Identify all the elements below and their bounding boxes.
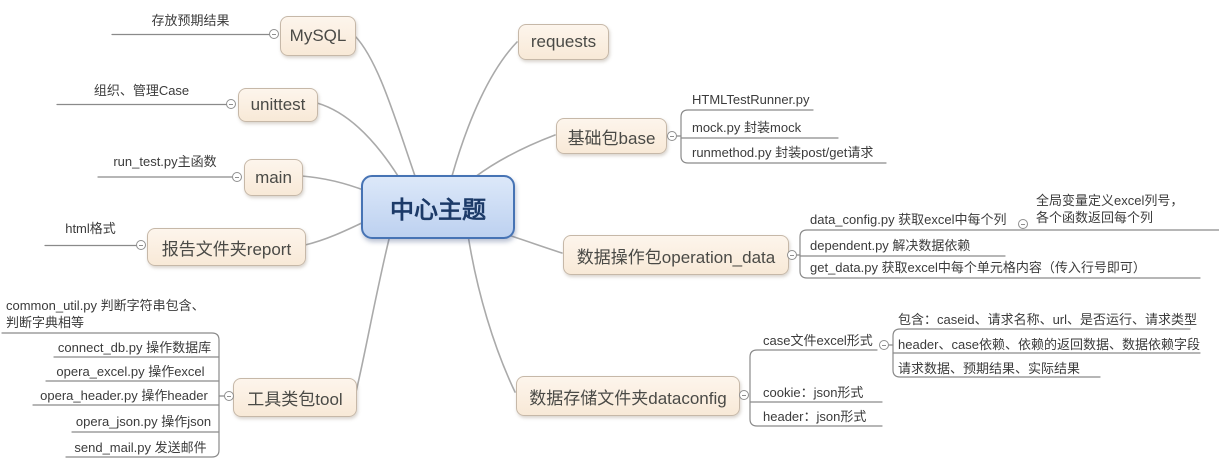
subtopic-case-fields-1[interactable]: 包含：caseid、请求名称、url、是否运行、请求类型 — [898, 312, 1198, 327]
topic-tool[interactable]: 工具类包tool — [233, 378, 357, 417]
subtopic-common-util-line1: common_util.py 判断字符串包含、 — [6, 298, 205, 313]
collapse-icon[interactable] — [226, 99, 236, 109]
subtopic-opera-header[interactable]: opera_header.py 操作header — [40, 388, 208, 403]
collapse-icon[interactable] — [1018, 219, 1028, 229]
collapse-icon[interactable] — [136, 240, 146, 250]
central-topic[interactable]: 中心主题 — [361, 175, 515, 239]
subtopic-unittest-note[interactable]: 组织、管理Case — [93, 83, 190, 98]
subtopic-case-fields-2[interactable]: header、case依赖、依赖的返回数据、数据依赖字段 — [898, 337, 1200, 352]
subtopic-common-util[interactable]: common_util.py 判断字符串包含、 判断字典相等 — [6, 297, 218, 331]
topic-report[interactable]: 报告文件夹report — [147, 228, 306, 266]
collapse-icon[interactable] — [739, 390, 749, 400]
collapse-icon[interactable] — [787, 250, 797, 260]
subtopic-header-json[interactable]: header：json形式 — [763, 409, 867, 424]
collapse-icon[interactable] — [232, 172, 242, 182]
collapse-icon[interactable] — [879, 340, 889, 350]
subtopic-data-config[interactable]: data_config.py 获取excel中每个列 — [810, 212, 1007, 227]
subtopic-data-config-detail-line1: 全局变量定义excel列号， — [1036, 193, 1184, 208]
subtopic-report-note[interactable]: html格式 — [65, 221, 116, 236]
topic-operation-data[interactable]: 数据操作包operation_data — [563, 235, 789, 275]
subtopic-runmethod[interactable]: runmethod.py 封装post/get请求 — [692, 145, 874, 160]
topic-base[interactable]: 基础包base — [556, 118, 667, 154]
topic-main[interactable]: main — [244, 159, 303, 196]
subtopic-connect-db[interactable]: connect_db.py 操作数据库 — [57, 340, 212, 355]
topic-mysql[interactable]: MySQL — [280, 16, 356, 56]
subtopic-mysql-note[interactable]: 存放预期结果 — [151, 13, 230, 28]
topic-requests[interactable]: requests — [518, 24, 609, 60]
subtopic-send-mail[interactable]: send_mail.py 发送邮件 — [74, 440, 207, 455]
subtopic-cookie-json[interactable]: cookie：json形式 — [763, 385, 864, 400]
collapse-icon[interactable] — [269, 29, 279, 39]
subtopic-case-fields-3[interactable]: 请求数据、预期结果、实际结果 — [898, 361, 1081, 376]
subtopic-get-data[interactable]: get_data.py 获取excel中每个单元格内容（传入行号即可） — [810, 260, 1146, 275]
subtopic-htmltestrunner[interactable]: HTMLTestRunner.py — [692, 92, 810, 107]
subtopic-main-note[interactable]: run_test.py主函数 — [113, 154, 217, 169]
subtopic-opera-excel[interactable]: opera_excel.py 操作excel — [56, 364, 205, 379]
subtopic-common-util-line2: 判断字典相等 — [6, 315, 85, 330]
subtopic-case-excel[interactable]: case文件excel形式 — [763, 333, 873, 348]
topic-dataconfig[interactable]: 数据存储文件夹dataconfig — [516, 376, 740, 416]
subtopic-mock[interactable]: mock.py 封装mock — [692, 120, 802, 135]
collapse-icon[interactable] — [224, 391, 234, 401]
subtopic-dependent[interactable]: dependent.py 解决数据依赖 — [810, 238, 971, 253]
collapse-icon[interactable] — [667, 131, 677, 141]
subtopic-opera-json[interactable]: opera_json.py 操作json — [75, 414, 212, 429]
topic-unittest[interactable]: unittest — [238, 88, 318, 122]
subtopic-data-config-detail-line2: 各个函数返回每个列 — [1036, 210, 1154, 225]
subtopic-data-config-detail[interactable]: 全局变量定义excel列号， 各个函数返回每个列 — [1036, 192, 1183, 226]
